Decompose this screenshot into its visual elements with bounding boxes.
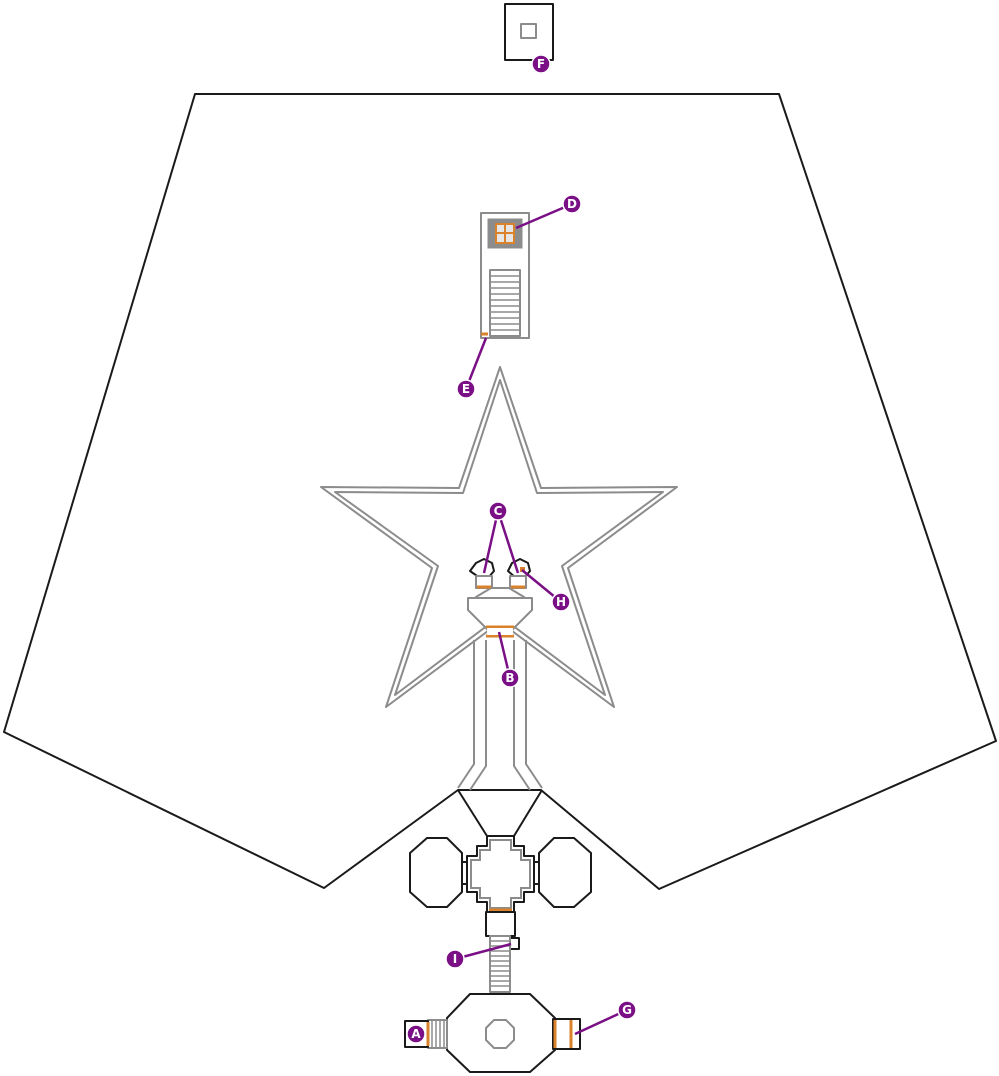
start-room-pillar	[485, 1019, 515, 1049]
top-room-pillar	[520, 23, 537, 39]
marker-a[interactable]: A	[406, 1024, 426, 1044]
marker-b-label: B	[505, 671, 514, 685]
leader-c-left	[482, 510, 500, 574]
marker-c[interactable]: C	[488, 501, 508, 521]
marker-h[interactable]: H	[551, 592, 571, 612]
marker-e[interactable]: E	[456, 379, 476, 399]
hub-upper-right-wall	[513, 789, 543, 837]
pod-left	[469, 558, 495, 579]
hub-gap	[487, 628, 513, 635]
marker-d[interactable]: D	[562, 194, 582, 214]
corridor-left-inner	[469, 640, 487, 791]
star-inner-wall	[334, 379, 664, 696]
hub-upper-left-wall	[457, 789, 488, 837]
right-octagon-room	[538, 837, 592, 908]
marker-a-label: A	[411, 1027, 421, 1041]
upper-building-stairs	[489, 269, 521, 337]
marker-i[interactable]: I	[445, 949, 465, 969]
marker-g-label: G	[622, 1003, 632, 1017]
leader-c-right	[496, 510, 520, 574]
marker-b[interactable]: B	[500, 668, 520, 688]
marker-e-label: E	[462, 382, 470, 396]
star-hub-platform	[467, 597, 533, 631]
corridor-right-wall	[525, 640, 543, 789]
right-connector	[534, 861, 539, 885]
marker-i-label: I	[453, 952, 457, 966]
corridor-left-wall	[457, 640, 475, 789]
marker-d-label: D	[567, 197, 577, 211]
stair-steps	[490, 275, 520, 331]
marker-f-label: F	[537, 57, 545, 71]
south-stair-corridor	[489, 935, 511, 993]
marker-g[interactable]: G	[617, 1000, 637, 1020]
marker-c-label: C	[494, 504, 503, 518]
leader-d	[515, 202, 573, 230]
left-octagon-room	[409, 837, 463, 908]
south-stair-steps	[490, 940, 510, 987]
lower-cross-hub	[466, 835, 535, 913]
left-connector	[462, 861, 467, 885]
marker-f[interactable]: F	[531, 54, 551, 74]
marker-h-label: H	[556, 595, 566, 609]
south-antechamber	[485, 911, 516, 937]
west-stair-steps	[431, 1020, 445, 1048]
top-secret-room	[504, 3, 554, 61]
star-outer-wall	[320, 366, 678, 708]
lower-cross-hub-inner	[470, 839, 531, 909]
